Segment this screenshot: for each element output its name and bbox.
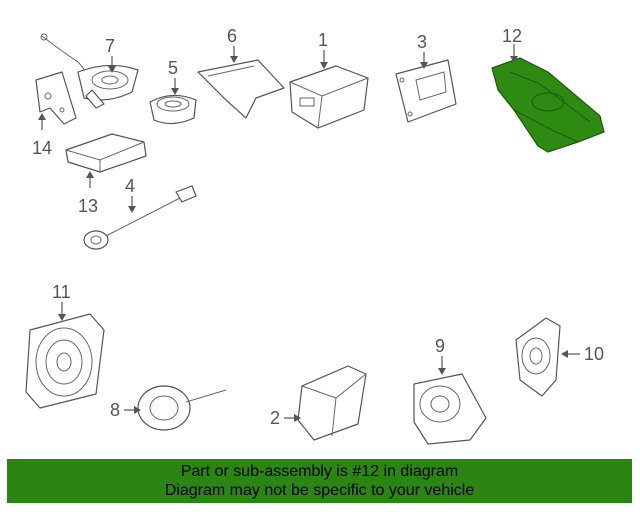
svg-text:4: 4 (125, 176, 135, 196)
callout-2: 2 (270, 408, 301, 428)
callout-5: 5 (168, 58, 179, 95)
banner-line-2: Diagram may not be specific to your vehi… (164, 482, 475, 499)
svg-text:13: 13 (78, 196, 98, 216)
part-3-module (395, 59, 457, 123)
callout-6: 6 (227, 26, 238, 63)
svg-text:6: 6 (227, 26, 237, 46)
callout-13: 13 (78, 171, 98, 216)
part-6-panel (197, 59, 285, 119)
part-1-amplifier (289, 65, 369, 129)
callout-4: 4 (125, 176, 136, 213)
banner-line-1: Part or sub-assembly is #12 in diagram (180, 463, 459, 480)
svg-text:10: 10 (584, 344, 604, 364)
svg-text:3: 3 (417, 32, 427, 52)
diagram-canvas: 14 7 5 6 1 (25, 26, 605, 445)
callout-14: 14 (32, 113, 52, 158)
callout-9: 9 (435, 336, 446, 375)
part-4-sensor (83, 185, 197, 250)
info-banner: Part or sub-assembly is #12 in diagram D… (7, 459, 632, 503)
part-2-enclosure (297, 365, 367, 441)
callout-12: 12 (502, 26, 522, 63)
callout-7: 7 (105, 36, 116, 73)
svg-text:5: 5 (168, 58, 178, 78)
callout-10: 10 (561, 344, 604, 364)
part-8-speaker (137, 385, 227, 431)
svg-text:7: 7 (105, 36, 115, 56)
part-10-speaker (515, 317, 561, 397)
svg-text:9: 9 (435, 336, 445, 356)
callout-11: 11 (52, 282, 71, 321)
part-7-speaker (77, 64, 139, 109)
callout-1: 1 (318, 30, 328, 69)
part-5-tweeter (149, 94, 197, 125)
part-12-highlighted-assembly (491, 57, 605, 153)
svg-text:1: 1 (318, 30, 328, 50)
svg-text:8: 8 (110, 400, 120, 420)
svg-text:11: 11 (52, 282, 71, 302)
part-9-speaker (413, 373, 487, 445)
svg-text:2: 2 (270, 408, 280, 428)
svg-text:12: 12 (502, 26, 522, 46)
part-13-control-unit (65, 133, 147, 173)
callout-3: 3 (417, 32, 428, 69)
svg-text:14: 14 (32, 138, 52, 158)
callout-8: 8 (110, 400, 141, 420)
part-11-speaker (25, 313, 105, 409)
